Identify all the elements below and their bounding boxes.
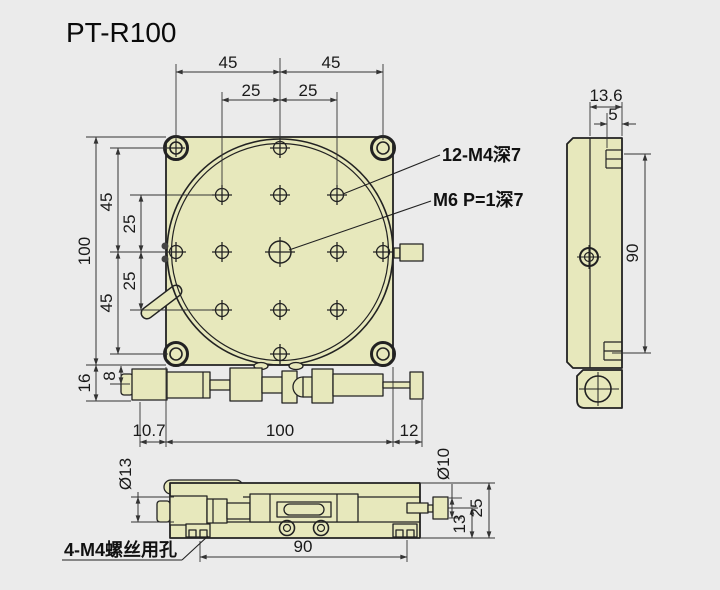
dim-side-13-6: 13.6 <box>589 86 622 105</box>
dim-bottom-25: 25 <box>467 499 486 518</box>
dim-bottom-13: 13 <box>450 515 469 534</box>
side-body <box>566 137 623 369</box>
side-view: 13.6 5 90 <box>566 86 651 409</box>
dim-left-25-upper: 25 <box>120 215 139 234</box>
bottom-feet <box>185 523 418 538</box>
page-title: PT-R100 <box>66 17 177 48</box>
lock-lever <box>140 284 183 320</box>
front-view-dimensions <box>86 58 423 447</box>
dim-left-25-lower: 25 <box>120 272 139 291</box>
dim-side-90: 90 <box>623 244 642 263</box>
dim-top-45-left: 45 <box>219 53 238 72</box>
bottom-view-dimensions <box>131 482 495 562</box>
bottom-view: Ø13 Ø10 25 13 90 4-M4螺丝用孔 <box>62 448 495 562</box>
bottom-carriage <box>249 493 359 523</box>
dim-side-5: 5 <box>608 105 617 124</box>
side-bottom-steps <box>603 341 622 361</box>
m6-center-hole <box>265 237 295 267</box>
front-micrometer-assembly <box>120 361 424 404</box>
front-view: 45 45 25 25 100 45 25 25 45 16 8 10.7 10… <box>75 53 424 447</box>
dim-top-25-left: 25 <box>242 81 261 100</box>
dim-bottom-100: 100 <box>266 421 294 440</box>
callout-12-m4: 12-M4深7 <box>442 144 521 165</box>
dim-top-25-right: 25 <box>299 81 318 100</box>
left-set-screw-bottom <box>161 255 169 263</box>
left-set-screw-top <box>161 242 169 250</box>
dim-bottom-dia13: Ø13 <box>116 458 135 490</box>
side-view-dimensions <box>589 102 651 354</box>
side-top-steps <box>605 149 622 169</box>
bottom-knob <box>406 496 449 520</box>
dim-left-45-lower: 45 <box>97 294 116 313</box>
callout-4-m4: 4-M4螺丝用孔 <box>64 539 177 560</box>
dim-left-8: 8 <box>100 371 119 380</box>
bottom-micrometer <box>156 495 251 526</box>
side-knob <box>579 372 619 406</box>
dim-bottom-12: 12 <box>400 421 419 440</box>
dim-bottom-90: 90 <box>294 537 313 556</box>
base-holes-callout: 4-M4螺丝用孔 <box>62 535 209 561</box>
dim-left-16: 16 <box>75 374 94 393</box>
dim-left-45-upper: 45 <box>97 193 116 212</box>
callout-m6: M6 P=1深7 <box>433 189 524 210</box>
callout-labels: 12-M4深7 M6 P=1深7 <box>288 144 524 251</box>
right-clamp-tab <box>393 243 424 262</box>
dim-bottom-10-7: 10.7 <box>132 421 165 440</box>
corner-screws <box>163 135 396 367</box>
dim-left-100: 100 <box>75 237 94 265</box>
side-screw <box>577 245 601 269</box>
bottom-screws <box>278 519 330 537</box>
dim-top-45-right: 45 <box>322 53 341 72</box>
dim-bottom-dia10: Ø10 <box>434 448 453 480</box>
